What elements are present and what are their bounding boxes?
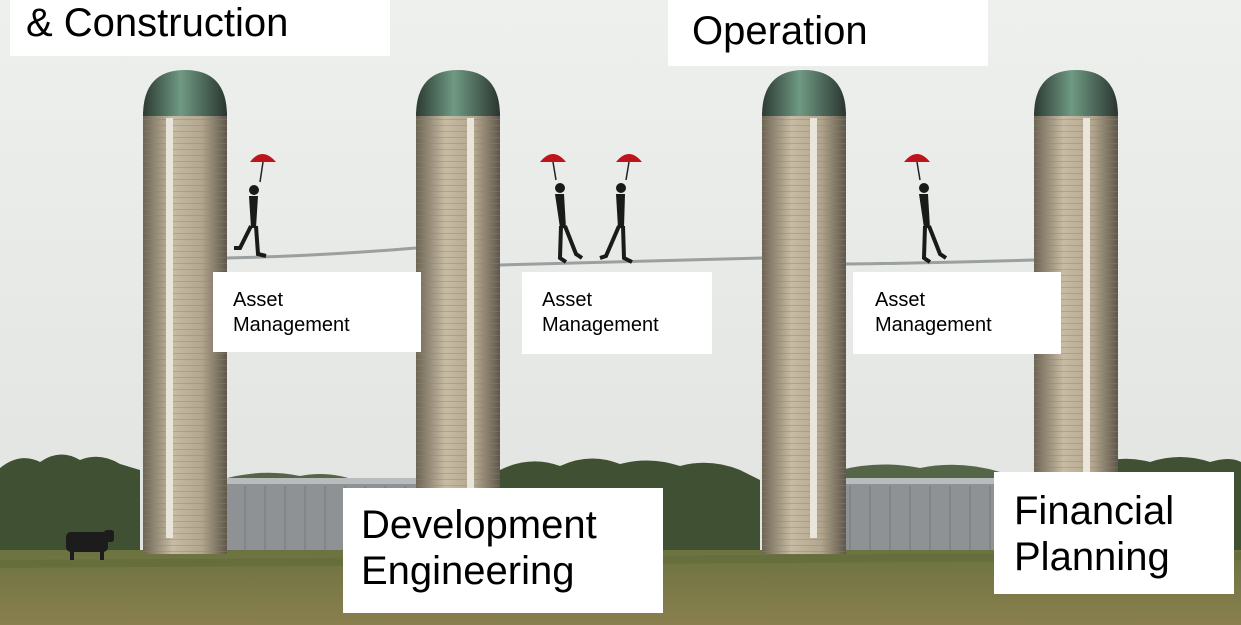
walker-2 (540, 154, 584, 264)
financial-label-line-1: Financial (1014, 489, 1175, 533)
operation-label-text: Operation (692, 9, 868, 53)
asset-management-label-1: Asset Management (213, 272, 421, 352)
financial-planning-label: Financial Planning (994, 472, 1234, 594)
development-engineering-label: Development Engineering (343, 488, 663, 613)
financial-label-line-2: Planning (1014, 535, 1170, 579)
walker-3 (599, 154, 642, 264)
asset-label-line-1: Asset (233, 289, 284, 311)
asset-management-label-2: Asset Management (522, 272, 712, 354)
walker-4 (904, 154, 948, 264)
construction-label: & Construction (10, 0, 390, 56)
development-label-line-2: Engineering (361, 549, 575, 593)
silo-3 (762, 70, 846, 554)
asset-label-line-2: Management (875, 314, 992, 336)
asset-management-label-3: Asset Management (853, 272, 1061, 354)
cow (66, 530, 114, 560)
development-label-line-1: Development (361, 503, 597, 547)
asset-label-line-1: Asset (542, 289, 593, 311)
walker-1 (234, 154, 276, 258)
operation-label: Operation (668, 0, 988, 66)
asset-label-line-2: Management (542, 314, 659, 336)
asset-label-line-2: Management (233, 314, 350, 336)
asset-label-line-1: Asset (875, 289, 926, 311)
construction-label-text: & Construction (26, 1, 289, 45)
silo-2 (416, 70, 500, 554)
